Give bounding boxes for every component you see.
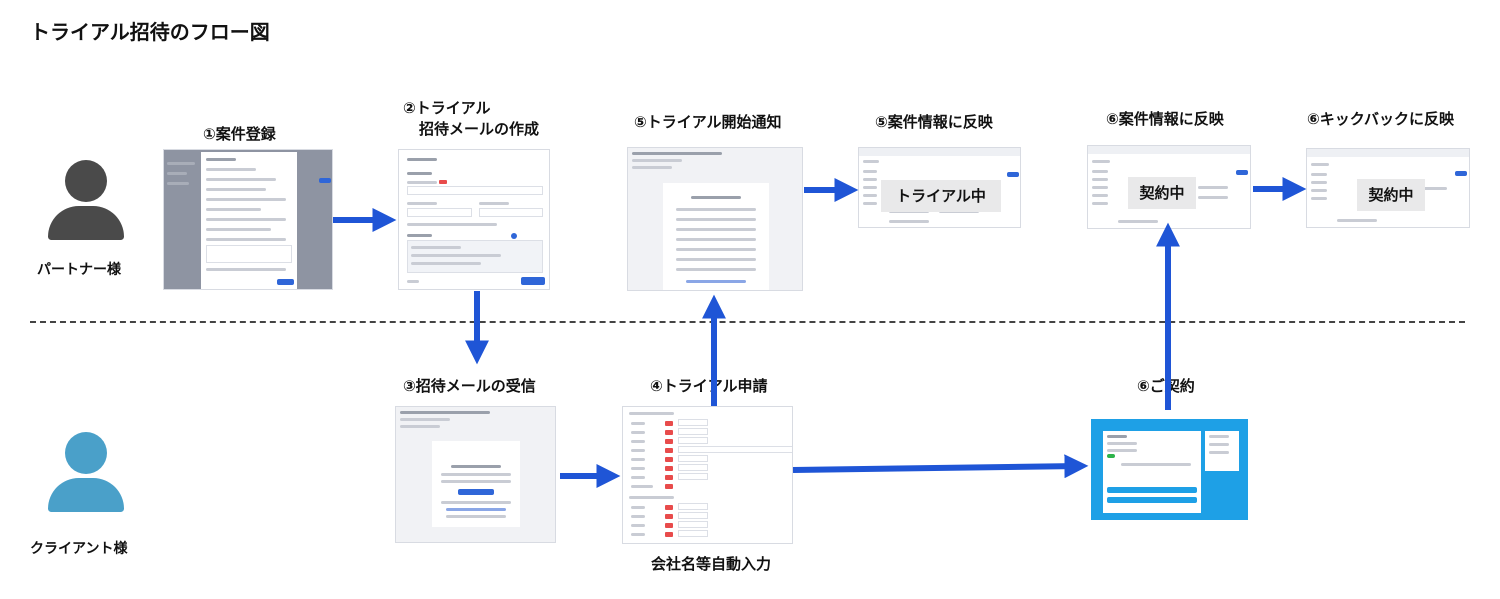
screenshot-trial-start-mail [627,147,803,291]
screenshot-case-registration [163,149,333,290]
arrow-4-to-6c [792,454,1089,479]
screenshot-case-info-contract: 契約中 [1087,145,1251,229]
step-label-2b: 招待メールの作成 [419,120,540,138]
contract-status-badge: 契約中 [1128,177,1196,209]
trial-status-badge: トライアル中 [881,180,1001,212]
screenshot-invite-mail-received [395,406,556,543]
autofill-note: 会社名等自動入力 [651,555,772,573]
lane-divider [30,321,1465,323]
client-person-icon [46,432,126,512]
step-label-4: ④トライアル申請 [650,377,768,395]
screenshot-case-info-trial: トライアル中 [858,147,1021,228]
partner-person-icon [46,160,126,240]
client-label: クライアント様 [30,541,128,557]
kickback-status-badge: 契約中 [1357,179,1425,211]
step-label-6a: ⑥案件情報に反映 [1106,110,1224,128]
step-label-6b: ⑥キックバックに反映 [1307,110,1454,128]
step-label-5a: ⑤トライアル開始通知 [634,113,782,131]
step-label-2a: ②トライアル [403,99,491,117]
screenshot-contract [1091,419,1248,520]
step-label-5b: ⑤案件情報に反映 [875,113,993,131]
screenshot-invite-mail-create [398,149,550,290]
partner-label: パートナー様 [37,262,121,278]
screenshot-kickback-contract: 契約中 [1306,148,1470,228]
screenshot-trial-application [622,406,793,544]
page-title: トライアル招待のフロー図 [30,20,270,44]
step-label-1: ①案件登録 [203,125,276,143]
step-label-3: ③招待メールの受信 [403,377,536,395]
